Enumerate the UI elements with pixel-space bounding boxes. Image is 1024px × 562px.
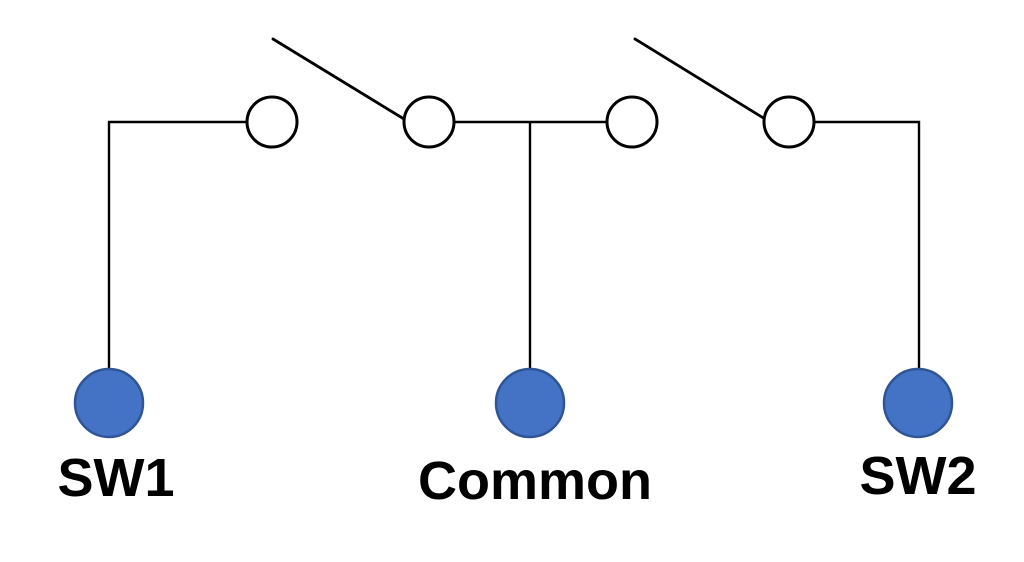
switch1-left-contact-icon <box>245 95 299 149</box>
switch1-right-contact-icon <box>402 95 456 149</box>
terminal-sw1-icon <box>73 367 145 439</box>
switch2-left-contact-icon <box>605 95 659 149</box>
terminal-label-sw1: SW1 <box>57 448 174 508</box>
terminal-sw2-icon <box>882 367 954 439</box>
switch2-lever-icon <box>633 37 767 121</box>
wire-sw2-branch <box>814 120 921 369</box>
switch1-lever-icon <box>271 37 406 121</box>
terminal-common-icon <box>494 367 566 439</box>
terminal-label-common: Common <box>418 451 652 511</box>
wire-sw1-branch <box>107 120 247 369</box>
terminal-label-sw2: SW2 <box>859 446 976 506</box>
switch2-right-contact-icon <box>762 95 816 149</box>
